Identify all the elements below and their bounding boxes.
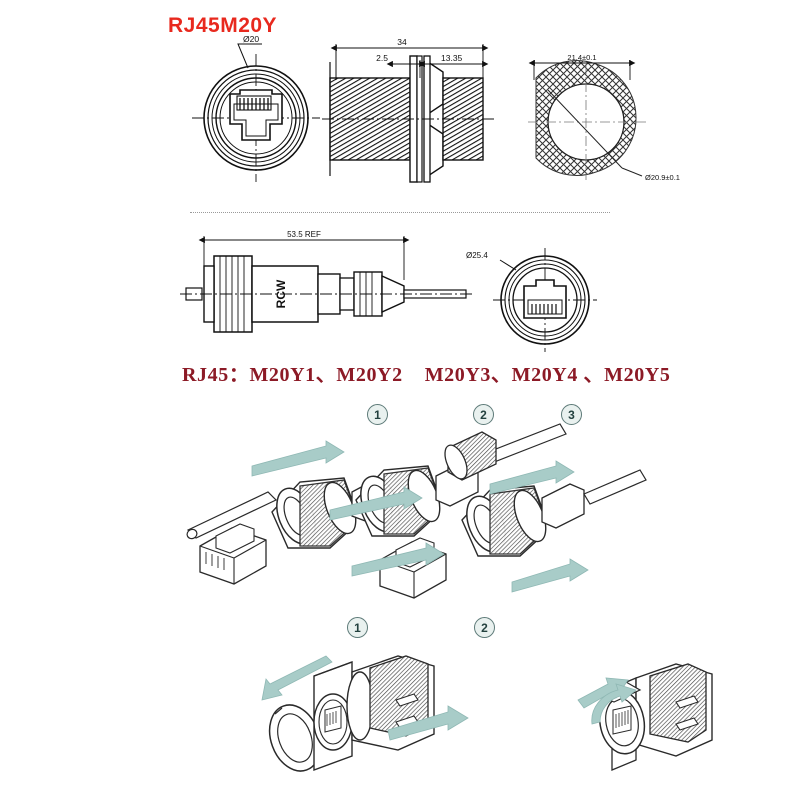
- model-list: RJ45：M20Y1、M20Y2 M20Y3、M20Y4 、M20Y5: [182, 358, 670, 387]
- dimension-cutout-width: [528, 59, 636, 80]
- panel-cutout-view: [528, 60, 646, 180]
- body-marking-label: RCW: [274, 279, 288, 308]
- arrow-icon: [251, 440, 345, 477]
- dim-overall-length-label: 34: [397, 37, 407, 47]
- step-badge-lower-2: 2: [474, 617, 495, 638]
- side-section-view: [322, 46, 495, 183]
- socket-diameter-label: Ø25.4: [466, 251, 488, 260]
- section-divider: [190, 212, 610, 214]
- dim-assembly-length-label: 53.5 REF: [287, 230, 321, 239]
- step-badge-lower-1: 1: [347, 617, 368, 638]
- page-title: RJ45M20Y: [168, 14, 278, 37]
- dimension-53p5-ref: [198, 236, 410, 280]
- panel-cutout-width-label: 21.4±0.1: [567, 53, 596, 62]
- arrow-icon: [511, 558, 589, 593]
- step-badge-upper-1: 1: [367, 404, 388, 425]
- model-group-b: M20Y3、: [424, 364, 512, 386]
- arrow-icon: [329, 486, 423, 521]
- diameter-leader-top: [237, 43, 262, 69]
- assembly-illustration-lower: [268, 655, 713, 772]
- step-badge-upper-3: 3: [561, 404, 582, 425]
- assembly-side-view: RCW: [180, 255, 474, 333]
- arrow-icon: [387, 705, 469, 741]
- arrow-icon: [351, 542, 445, 577]
- rj45-front-view-mid: [493, 248, 597, 352]
- assembly-arrows-lower: [261, 655, 637, 741]
- model-prefix: RJ45：: [182, 364, 250, 386]
- top-diameter-label: Ø20: [243, 34, 259, 44]
- dim-front-label: 2.5: [376, 53, 388, 63]
- model-group-c: M20Y4 、M20Y5: [511, 364, 671, 386]
- panel-cutout-diameter-label: Ø20.9±0.1: [645, 173, 680, 182]
- arrow-icon: [261, 655, 333, 701]
- dim-rear-label: 13.35: [441, 53, 463, 63]
- model-group-a: M20Y1、M20Y2: [249, 364, 403, 386]
- rj45-front-view-top: [192, 54, 320, 182]
- assembly-arrows-upper: [251, 440, 589, 593]
- arrow-icon: [489, 460, 575, 495]
- arrow-icon: [591, 683, 637, 725]
- step-badge-upper-2: 2: [473, 404, 494, 425]
